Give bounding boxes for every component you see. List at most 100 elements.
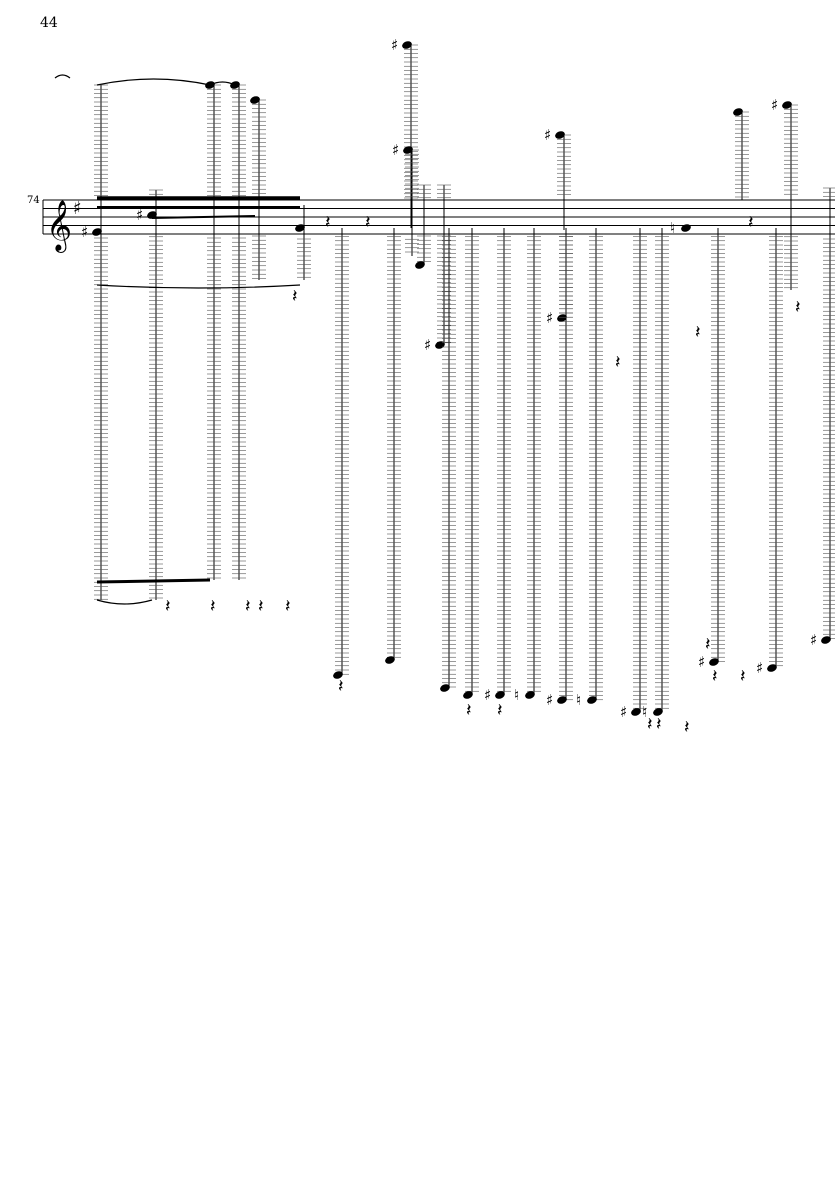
note-event: ♯ bbox=[620, 228, 647, 721]
notehead bbox=[333, 671, 343, 679]
notehead bbox=[767, 664, 777, 672]
treble-clef-icon: 𝄞 bbox=[46, 200, 72, 253]
note-event: ♮ bbox=[576, 228, 603, 709]
notehead bbox=[403, 146, 413, 154]
sharp-accidental: ♯ bbox=[81, 223, 88, 241]
beams-and-ties bbox=[54, 74, 301, 605]
note-event: ♯ bbox=[391, 36, 418, 228]
note-event bbox=[230, 81, 246, 580]
page-number: 44 bbox=[40, 15, 58, 31]
clef-and-key: 𝄞♯ bbox=[46, 198, 82, 253]
quarter-rest-icon: 𝄽 bbox=[712, 666, 718, 687]
notehead bbox=[463, 691, 473, 699]
quarter-rest-icon: 𝄽 bbox=[684, 717, 690, 738]
quarter-rest-icon: 𝄽 bbox=[647, 714, 653, 735]
quarter-rest-icon: 𝄽 bbox=[292, 286, 298, 307]
quarter-rest-icon: 𝄽 bbox=[615, 352, 621, 373]
notehead bbox=[782, 101, 792, 109]
beam bbox=[151, 215, 256, 219]
quarter-rest-icon: 𝄽 bbox=[497, 700, 503, 721]
sharp-accidental: ♯ bbox=[620, 703, 627, 721]
sharp-accidental: ♯ bbox=[698, 653, 705, 671]
note-event: ♯ bbox=[771, 96, 798, 290]
note-event bbox=[205, 81, 221, 580]
note-event: ♯ bbox=[546, 228, 573, 709]
quarter-rest-icon: 𝄽 bbox=[365, 212, 371, 233]
tie bbox=[209, 81, 236, 86]
notehead bbox=[681, 224, 691, 232]
notehead bbox=[495, 691, 505, 699]
note-event bbox=[250, 96, 266, 280]
sharp-accidental: ♯ bbox=[546, 691, 553, 709]
quarter-rest-icon: 𝄽 bbox=[748, 212, 754, 233]
key-signature-sharp: ♯ bbox=[73, 198, 82, 219]
notehead bbox=[821, 636, 831, 644]
beam bbox=[96, 578, 211, 584]
quarter-rest-icon: 𝄽 bbox=[325, 212, 331, 233]
notehead bbox=[653, 708, 663, 716]
notehead bbox=[295, 224, 305, 232]
quarter-rest-icon: 𝄽 bbox=[705, 634, 711, 655]
quarter-rest-icon: 𝄽 bbox=[258, 596, 264, 617]
note-events: ♯ ♯ ♯ ♯ ♯ ♯ ♮ ♯ ♯ ♯ ♮ ♯ ♮ ♮ ♯ ♯ ♯ ♯ bbox=[81, 36, 835, 721]
notehead bbox=[402, 41, 412, 49]
notehead bbox=[385, 656, 395, 664]
note-event: ♯ bbox=[698, 228, 725, 671]
tie bbox=[96, 284, 301, 289]
sharp-accidental: ♯ bbox=[756, 659, 763, 677]
note-event: ♮ bbox=[514, 228, 541, 704]
notehead bbox=[147, 211, 157, 219]
sharp-accidental: ♯ bbox=[546, 309, 553, 327]
note-event: ♮ bbox=[642, 228, 669, 721]
note-event: ♯ bbox=[756, 228, 783, 677]
quarter-rest-icon: 𝄽 bbox=[695, 322, 701, 343]
quarter-rest-icon: 𝄽 bbox=[466, 700, 472, 721]
notehead bbox=[440, 684, 450, 692]
tie bbox=[54, 74, 71, 79]
note-event bbox=[440, 228, 456, 692]
quarter-rest-icon: 𝄽 bbox=[795, 297, 801, 318]
notehead bbox=[525, 691, 535, 699]
rests: 𝄽𝄽𝄽𝄽𝄽𝄽𝄽𝄽𝄽𝄽𝄽𝄽𝄽𝄽𝄽𝄽𝄽𝄽𝄽𝄽𝄽 bbox=[165, 212, 801, 738]
measure-number: 74 bbox=[27, 195, 40, 206]
notehead bbox=[709, 658, 719, 666]
note-event: ♯ bbox=[81, 84, 108, 600]
note-event bbox=[463, 228, 479, 699]
quarter-rest-icon: 𝄽 bbox=[165, 596, 171, 617]
quarter-rest-icon: 𝄽 bbox=[285, 596, 291, 617]
notehead bbox=[557, 314, 567, 322]
sharp-accidental: ♯ bbox=[391, 36, 398, 54]
sharp-accidental: ♯ bbox=[424, 336, 431, 354]
tie bbox=[96, 78, 211, 86]
notehead bbox=[733, 108, 743, 116]
note-event: ♯ bbox=[484, 228, 511, 704]
notehead bbox=[415, 261, 425, 269]
quarter-rest-icon: 𝄽 bbox=[245, 596, 251, 617]
sharp-accidental: ♯ bbox=[484, 686, 491, 704]
notehead bbox=[92, 228, 102, 236]
note-event: ♯ bbox=[392, 141, 419, 256]
note-event bbox=[415, 184, 431, 269]
note-event: ♯ bbox=[546, 228, 573, 327]
note-event: ♯ bbox=[424, 184, 451, 354]
notehead bbox=[587, 696, 597, 704]
notehead bbox=[557, 696, 567, 704]
natural-accidental: ♮ bbox=[576, 691, 581, 709]
natural-accidental: ♮ bbox=[514, 686, 519, 704]
natural-accidental: ♮ bbox=[670, 219, 675, 237]
sharp-accidental: ♯ bbox=[136, 206, 143, 224]
note-event: ♯ bbox=[136, 189, 163, 600]
note-event bbox=[385, 228, 401, 664]
sharp-accidental: ♯ bbox=[392, 141, 399, 159]
notehead bbox=[250, 96, 260, 104]
sharp-accidental: ♯ bbox=[544, 126, 551, 144]
note-event bbox=[733, 108, 749, 200]
sharp-accidental: ♯ bbox=[810, 631, 817, 649]
quarter-rest-icon: 𝄽 bbox=[210, 596, 216, 617]
natural-accidental: ♮ bbox=[642, 703, 647, 721]
note-event: ♯ bbox=[544, 126, 571, 230]
note-event: ♮ bbox=[670, 219, 691, 237]
quarter-rest-icon: 𝄽 bbox=[656, 714, 662, 735]
note-event bbox=[295, 205, 311, 280]
